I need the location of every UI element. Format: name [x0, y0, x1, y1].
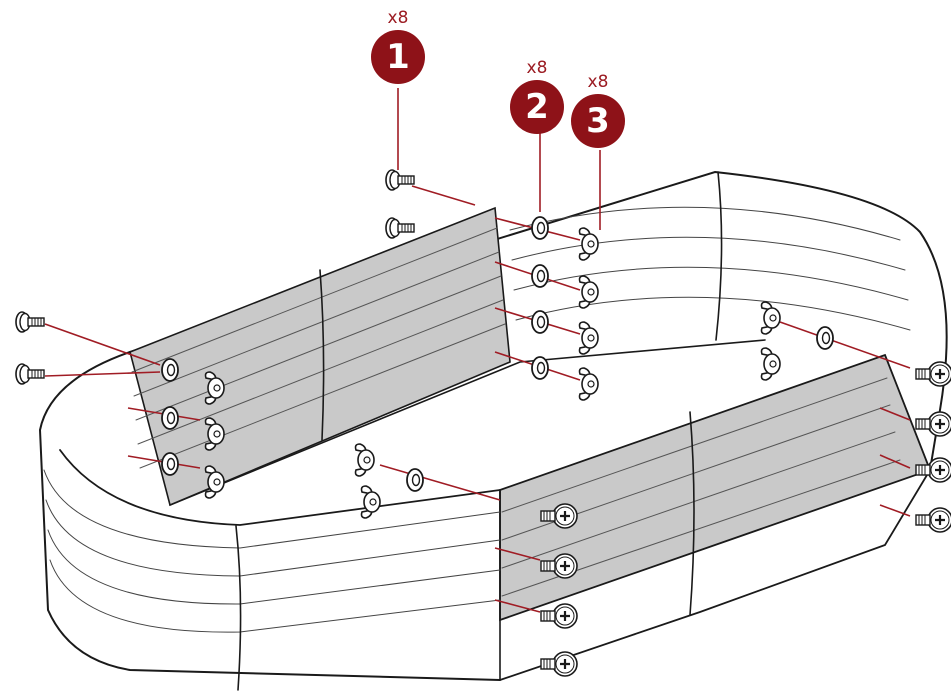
callout-1-quantity: x8 [387, 8, 409, 28]
callout-2-quantity: x8 [526, 58, 548, 78]
callout-2: x8 2 [509, 58, 565, 134]
callout-1: x8 1 [370, 8, 426, 84]
callout-3-number: 3 [571, 94, 625, 148]
raised-bed-frame [38, 170, 948, 691]
callout-3-quantity: x8 [587, 72, 609, 92]
callout-1-number: 1 [371, 30, 425, 84]
callout-3: x8 3 [570, 72, 626, 148]
callout-2-number: 2 [510, 80, 564, 134]
